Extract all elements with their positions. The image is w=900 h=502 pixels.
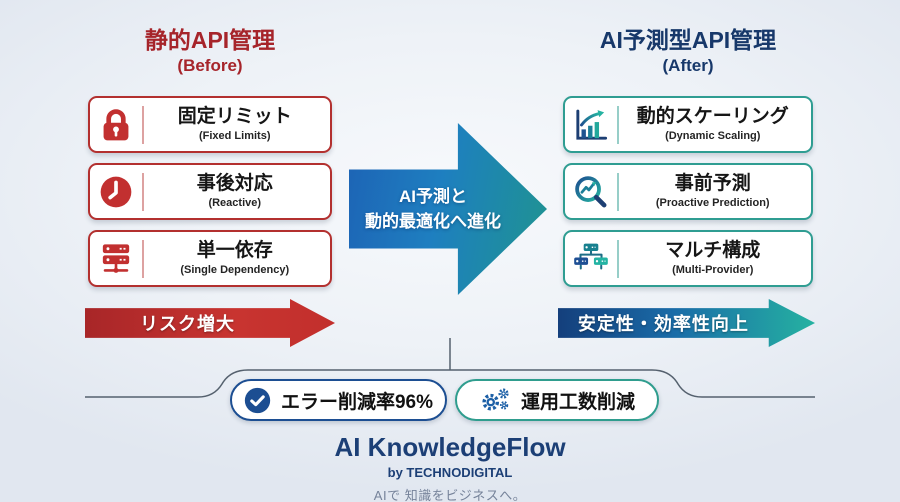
brand-tagline: AIで 知識をビジネスへ。 <box>373 487 527 502</box>
transition-arrow-label: AI予測と 動的最適化へ進化 <box>349 123 517 295</box>
benefit-label: 運用工数削減 <box>520 391 635 413</box>
lock-icon <box>90 106 142 144</box>
after-box-proactive-prediction: 事前予測 (Proactive Prediction) <box>563 163 813 220</box>
benefit-pill-error-reduction: エラー削減率96% <box>230 379 447 421</box>
after-box-multi-provider: マルチ構成 (Multi-Provider) <box>563 230 813 287</box>
growth-chart-icon <box>565 106 617 144</box>
brand-name: AI KnowledgeFlow <box>334 432 566 462</box>
box-title: 事前予測 <box>674 173 751 194</box>
divider <box>617 239 619 278</box>
after-column-title: AI予測型API管理 (After) <box>538 26 838 76</box>
box-title: 固定リミット <box>177 106 292 127</box>
box-subtitle: (Proactive Prediction) <box>655 196 770 209</box>
box-subtitle: (Fixed Limits) <box>198 129 271 142</box>
divider <box>142 172 144 211</box>
gain-arrow-label: 安定性・効率性向上 <box>577 314 749 334</box>
box-subtitle: (Dynamic Scaling) <box>665 129 761 142</box>
footer-branding: AI KnowledgeFlow by TECHNODIGITAL AIで 知識… <box>0 432 900 502</box>
after-subtitle-text: (After) <box>662 55 714 75</box>
before-title-text: 静的API管理 <box>144 27 276 53</box>
check-circle-icon <box>244 387 271 414</box>
transition-line1: AI予測と <box>399 186 467 206</box>
transition-line2: 動的最適化へ進化 <box>365 212 501 231</box>
box-title: 動的スケーリング <box>636 106 789 127</box>
benefit-pill-ops-reduction: 運用工数削減 <box>455 379 659 421</box>
box-subtitle: (Reactive) <box>208 196 262 209</box>
server-icon <box>90 240 142 278</box>
box-title: マルチ構成 <box>665 240 761 261</box>
clock-icon <box>90 173 142 211</box>
box-title: 単一依存 <box>196 240 273 261</box>
gears-icon <box>479 386 511 414</box>
before-column-title: 静的API管理 (Before) <box>60 26 360 76</box>
brand-byline: by TECHNODIGITAL <box>387 464 513 480</box>
box-subtitle: (Single Dependency) <box>180 263 290 276</box>
before-box-single-dependency: 単一依存 (Single Dependency) <box>88 230 332 287</box>
before-box-reactive: 事後対応 (Reactive) <box>88 163 332 220</box>
server-tree-icon <box>565 240 617 278</box>
box-title: 事後対応 <box>196 173 273 194</box>
after-title-text: AI予測型API管理 <box>599 27 777 53</box>
box-subtitle: (Multi-Provider) <box>672 263 754 276</box>
divider <box>617 105 619 144</box>
divider <box>617 172 619 211</box>
divider <box>142 105 144 144</box>
divider <box>142 239 144 278</box>
magnifier-chart-icon <box>565 173 617 211</box>
risk-arrow-label: リスク増大 <box>140 314 235 334</box>
after-box-dynamic-scaling: 動的スケーリング (Dynamic Scaling) <box>563 96 813 153</box>
benefit-label: エラー削減率96% <box>280 391 434 413</box>
before-box-fixed-limits: 固定リミット (Fixed Limits) <box>88 96 332 153</box>
before-subtitle-text: (Before) <box>177 55 243 75</box>
